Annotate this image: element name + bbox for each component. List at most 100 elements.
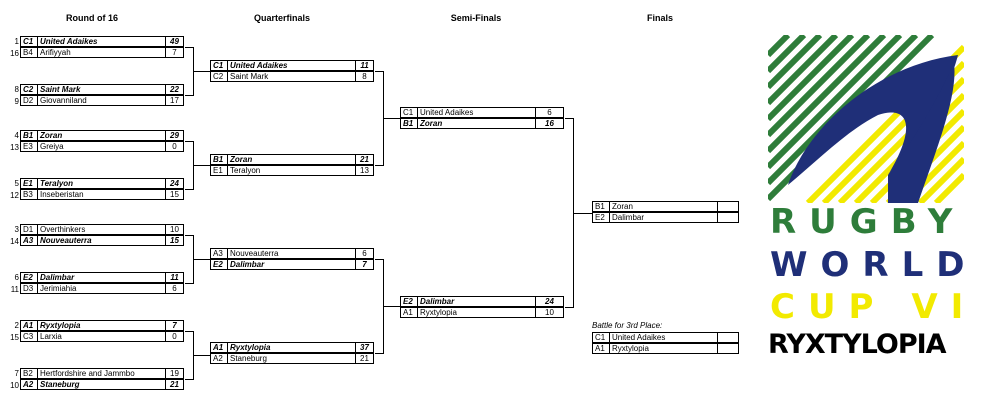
team-score: 11 <box>165 272 184 283</box>
logo-host-name: RYXTYLOPIA <box>768 329 947 360</box>
seed-number: 10 <box>10 381 19 390</box>
team-name: Dalimbar <box>227 259 356 270</box>
header-round-of-16: Round of 16 <box>66 13 118 23</box>
team-code: A2 <box>210 353 228 364</box>
logo-word-world: WORLD <box>770 245 978 285</box>
team-code: C1 <box>210 60 228 71</box>
team-name: Zoran <box>37 130 166 141</box>
team-name: Hertfordshire and Jammbo <box>37 368 166 379</box>
bracket-connector <box>565 307 573 308</box>
bracket-connector <box>185 379 193 380</box>
team-score: 10 <box>165 224 184 235</box>
bracket-connector <box>383 118 400 119</box>
team-name: United Adaikes <box>37 36 166 47</box>
team-code: A1 <box>400 307 418 318</box>
team-score: 6 <box>535 107 564 118</box>
team-score: 13 <box>355 165 374 176</box>
team-score: 37 <box>355 342 374 353</box>
team-code: D3 <box>20 283 38 294</box>
team-score: 15 <box>165 189 184 200</box>
bracket-connector <box>573 212 592 214</box>
team-score: 22 <box>165 84 184 95</box>
team-name: United Adaikes <box>609 332 718 343</box>
team-name: Jerimiahia <box>37 283 166 294</box>
bracket-connector <box>193 165 210 166</box>
team-score: 21 <box>355 353 374 364</box>
seed-number: 8 <box>14 85 19 94</box>
seed-number: 7 <box>14 369 19 378</box>
team-code: E1 <box>210 165 228 176</box>
bracket-connector <box>185 95 193 96</box>
team-name: United Adaikes <box>417 107 536 118</box>
team-score: 6 <box>165 283 184 294</box>
team-name: Arifiyyah <box>37 47 166 58</box>
bracket-connector <box>193 355 210 356</box>
team-score: 21 <box>165 379 184 390</box>
team-score: 0 <box>165 141 184 152</box>
team-code: B1 <box>20 130 38 141</box>
team-code: E2 <box>592 212 610 223</box>
team-code: B3 <box>20 189 38 200</box>
team-score: 15 <box>165 235 184 246</box>
team-code: C1 <box>400 107 418 118</box>
team-code: C2 <box>210 71 228 82</box>
bracket-connector <box>375 353 383 354</box>
team-code: D2 <box>20 95 38 106</box>
team-name: Nouveauterra <box>37 235 166 246</box>
team-name: Staneburg <box>37 379 166 390</box>
team-code: B1 <box>592 201 610 212</box>
team-score: 24 <box>535 296 564 307</box>
seed-number: 15 <box>10 333 19 342</box>
team-code: B2 <box>20 368 38 379</box>
team-name: Saint Mark <box>227 71 356 82</box>
team-score <box>717 212 739 223</box>
bracket-connector <box>185 283 193 284</box>
team-name: Dalimbar <box>37 272 166 283</box>
team-name: Zoran <box>609 201 718 212</box>
team-name: Dalimbar <box>609 212 718 223</box>
bracket-connector <box>375 165 383 166</box>
team-code: A3 <box>20 235 38 246</box>
team-name: Inseberistan <box>37 189 166 200</box>
team-code: E2 <box>20 272 38 283</box>
team-score <box>717 343 739 354</box>
team-score <box>717 332 739 343</box>
bracket-connector <box>565 118 573 119</box>
team-name: Ryxtylopia <box>609 343 718 354</box>
seed-number: 4 <box>14 131 19 140</box>
bracket-connector <box>193 259 210 260</box>
seed-number: 11 <box>10 285 19 294</box>
team-code: C1 <box>592 332 610 343</box>
team-code: C2 <box>20 84 38 95</box>
team-score: 16 <box>535 118 564 129</box>
team-code: A1 <box>210 342 228 353</box>
team-score: 0 <box>165 331 184 342</box>
header-quarterfinals: Quarterfinals <box>253 13 311 23</box>
team-name: Nouveauterra <box>227 248 356 259</box>
team-score <box>717 201 739 212</box>
rugby-world-cup-logo <box>768 35 964 203</box>
team-name: Teralyon <box>37 178 166 189</box>
bracket-connector <box>375 71 383 72</box>
team-name: Staneburg <box>227 353 356 364</box>
team-score: 49 <box>165 36 184 47</box>
seed-number: 3 <box>14 225 19 234</box>
team-name: Ryxtylopia <box>37 320 166 331</box>
team-code: D1 <box>20 224 38 235</box>
team-name: Saint Mark <box>37 84 166 95</box>
team-score: 7 <box>165 320 184 331</box>
team-score: 19 <box>165 368 184 379</box>
team-name: Larxia <box>37 331 166 342</box>
team-code: B4 <box>20 47 38 58</box>
seed-number: 13 <box>10 143 19 152</box>
team-name: Ryxtylopia <box>417 307 536 318</box>
bracket-connector <box>185 189 193 190</box>
team-code: A2 <box>20 379 38 390</box>
team-code: C1 <box>20 36 38 47</box>
team-code: B1 <box>400 118 418 129</box>
team-name: Zoran <box>417 118 536 129</box>
seed-number: 9 <box>14 97 19 106</box>
bracket-connector <box>375 259 383 260</box>
team-score: 7 <box>355 259 374 270</box>
bracket-connector <box>185 331 193 332</box>
